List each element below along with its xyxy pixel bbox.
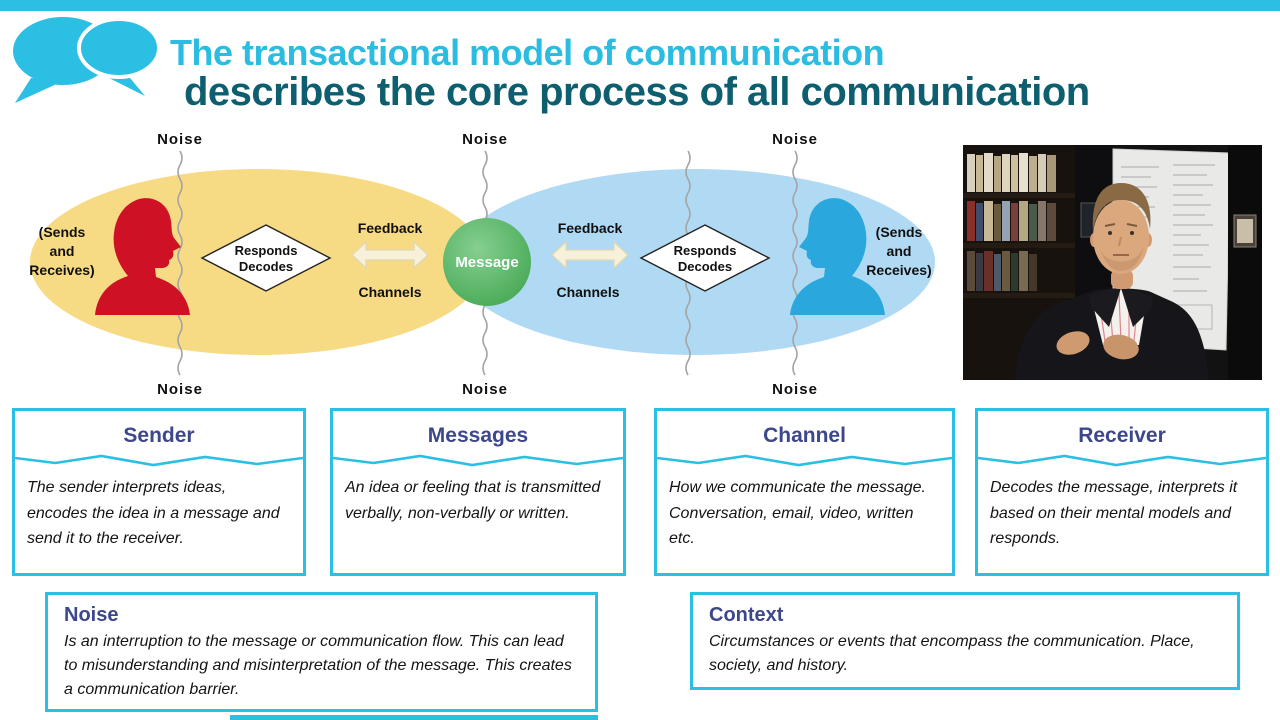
card-noise: Noise Is an interruption to the message … (45, 592, 598, 712)
speech-bubbles-icon (5, 6, 170, 111)
card-title: Noise (64, 604, 119, 626)
diamond-label: Decodes (239, 259, 293, 274)
card-text: An idea or feeling that is transmitted v… (345, 479, 601, 522)
top-accent-bar (0, 0, 1280, 11)
card-receiver: Receiver Decodes the message, interprets… (975, 408, 1269, 576)
message-label: Message (455, 254, 518, 271)
noise-label: Noise (157, 381, 203, 398)
feedback-label: Feedback (558, 220, 623, 236)
noise-label: Noise (462, 131, 508, 148)
sender-role-label: Receives) (29, 262, 94, 278)
webcam-video (963, 145, 1262, 381)
noise-label: Noise (772, 131, 818, 148)
zigzag-divider (15, 453, 303, 468)
noise-label: Noise (772, 381, 818, 398)
diamond-label: Responds (235, 243, 298, 258)
card-title: Context (709, 604, 784, 626)
card-text: Is an interruption to the message or com… (64, 633, 572, 698)
receiver-role-label: (Sends (876, 224, 923, 240)
message-circle (443, 218, 531, 306)
responds-decodes-diamond-right (639, 224, 771, 292)
sender-role-label: and (50, 243, 75, 259)
zigzag-divider (657, 453, 952, 468)
channels-label: Channels (358, 284, 421, 300)
page-title: The transactional model of communication (170, 32, 885, 73)
sender-role-label: (Sends (39, 224, 86, 240)
card-title: Channel (763, 424, 846, 447)
card-text: Decodes the message, interprets it based… (990, 479, 1238, 548)
zigzag-divider (978, 453, 1266, 468)
card-context: Context Circumstances or events that enc… (690, 592, 1240, 690)
card-sender: Sender The sender interprets ideas, enco… (12, 408, 306, 576)
diamond-label: Responds (674, 243, 737, 258)
card-title: Sender (123, 424, 195, 447)
feedback-label: Feedback (358, 220, 423, 236)
card-title: Messages (427, 424, 529, 447)
noise-label: Noise (462, 381, 508, 398)
zigzag-divider (333, 453, 623, 468)
receiver-role-label: and (887, 243, 912, 259)
page-subtitle: describes the core process of all commun… (184, 70, 1090, 114)
transactional-model-diagram: Noise Noise Noise Noise Noise Noise (Sen… (25, 125, 950, 403)
card-text: How we communicate the message. Conversa… (669, 479, 926, 548)
responds-decodes-diamond-left (200, 224, 332, 292)
card-text: Circumstances or events that encompass t… (709, 633, 1195, 674)
card-channel: Channel How we communicate the message. … (654, 408, 955, 576)
receiver-role-label: Receives) (866, 262, 931, 278)
diamond-label: Decodes (678, 259, 732, 274)
books (963, 153, 1075, 298)
card-title: Receiver (1078, 424, 1166, 447)
card-messages: Messages An idea or feeling that is tran… (330, 408, 626, 576)
bottom-accent-line (230, 715, 598, 720)
card-text: The sender interprets ideas, encodes the… (27, 479, 280, 548)
noise-label: Noise (157, 131, 203, 148)
presenter (1015, 183, 1209, 380)
channels-label: Channels (556, 284, 619, 300)
